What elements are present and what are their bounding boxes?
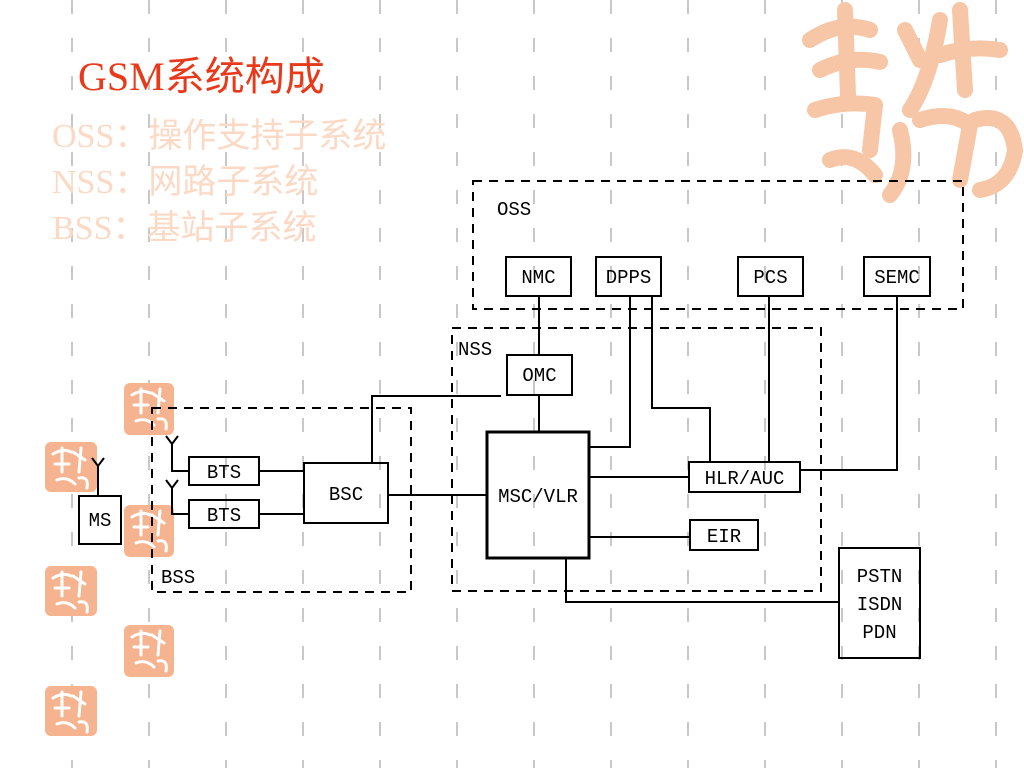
dpps-box: [595, 256, 662, 297]
brand-stamp-3: [124, 505, 174, 557]
omc-label: OMC: [522, 365, 556, 387]
subtitle-oss: OSS：操作支持子系统: [52, 118, 387, 155]
isdn-label: ISDN: [857, 594, 903, 616]
link-semc-hlr: [800, 296, 898, 471]
nss-label: NSS: [458, 339, 492, 361]
brand-stamp-6: [45, 686, 97, 736]
antenna-bts2-icon: [165, 479, 189, 515]
bsc-label: BSC: [329, 484, 363, 506]
bsc-box: [303, 462, 389, 524]
oss-group-box: [472, 180, 964, 310]
msc-vlr-label: MSC/VLR: [498, 486, 578, 508]
brand-stamp-4: [45, 566, 97, 616]
pdn-label: PDN: [862, 622, 896, 644]
link-dpps-hlr: [651, 296, 711, 462]
brand-stamp-1: [124, 383, 174, 435]
subtitle-nss: NSS：网路子系统: [52, 164, 319, 201]
bss-group-box: [151, 407, 412, 593]
antenna-bts1-icon: [165, 435, 189, 472]
slide-title: GSM系统构成: [78, 54, 325, 99]
nss-group-box: [451, 327, 822, 592]
bts2-label: BTS: [207, 505, 241, 527]
brand-stamp-2: [45, 442, 97, 492]
pcs-label: PCS: [753, 267, 787, 289]
subtitle-bss: BSS：基站子系统: [52, 210, 317, 247]
brand-logo-large: [802, 2, 1023, 203]
brand-stamp-5: [124, 625, 174, 677]
ms-label: MS: [89, 510, 112, 532]
semc-label: SEMC: [874, 267, 920, 289]
pcs-box: [737, 256, 804, 297]
eir-label: EIR: [707, 526, 741, 548]
pstn-label: PSTN: [857, 566, 903, 588]
bts1-label: BTS: [207, 462, 241, 484]
oss-label: OSS: [497, 199, 531, 221]
antenna-ms-icon: [91, 457, 105, 496]
subtitle-list: OSS：操作支持子系统 NSS：网路子系统 BSS：基站子系统: [52, 114, 386, 252]
link-msc-pstn: [565, 558, 839, 603]
link-omc-bsc: [371, 395, 501, 463]
dpps-label: DPPS: [606, 267, 652, 289]
eir-box: [689, 519, 759, 551]
link-dpps-msc: [589, 296, 631, 448]
nmc-label: NMC: [521, 267, 555, 289]
hlr-auc-label: HLR/AUC: [705, 468, 785, 490]
ms-box: [78, 495, 122, 545]
bss-label: BSS: [161, 567, 195, 589]
